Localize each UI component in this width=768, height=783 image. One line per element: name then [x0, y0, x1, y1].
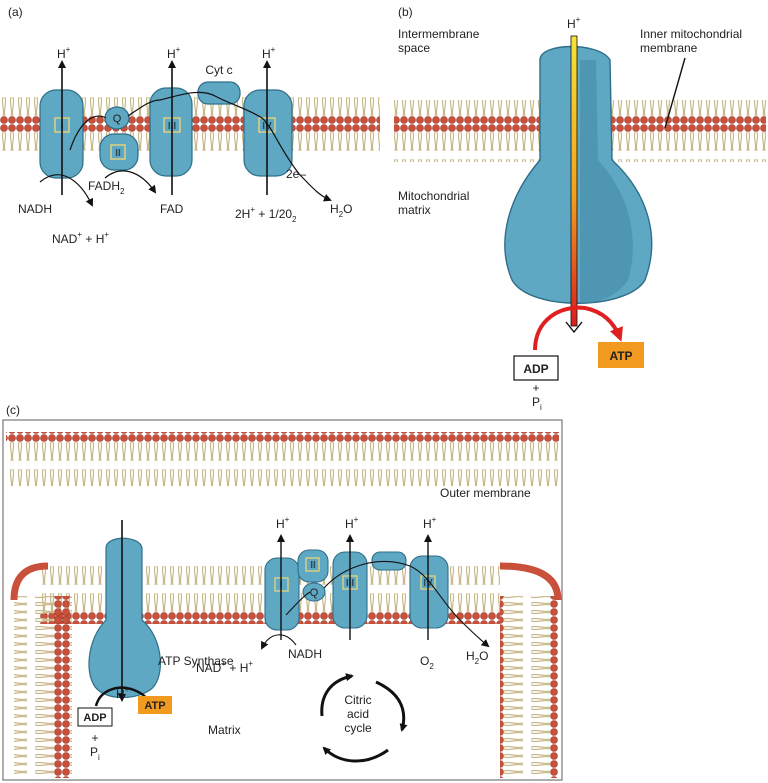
atp-synthase-c: [88, 537, 161, 699]
complex-iv-c: IV: [409, 555, 449, 629]
cytochrome-c-c: [371, 551, 407, 571]
electrons-label: 2e–: [286, 167, 306, 181]
cycle-arrow-top: [320, 673, 354, 717]
inner-membrane-left: [14, 596, 72, 778]
electron-path: [69, 91, 330, 200]
nadh-arrow: [39, 174, 94, 207]
o2-label-c: O2: [420, 654, 434, 671]
atp-label-b: ATP: [609, 349, 632, 363]
q-label-c: Q: [310, 587, 319, 599]
nadh-arrow-c: [261, 634, 297, 650]
intermembrane-line1: Intermembrane: [398, 27, 480, 41]
proton-channel: [570, 35, 578, 327]
citric-line1: Citric: [344, 693, 371, 707]
complex-i-c: I: [264, 557, 300, 631]
q-label: Q: [113, 113, 122, 125]
proton-channel-arrowhead: [565, 321, 583, 334]
complex-iv: IV: [243, 89, 293, 177]
complex-ii: II: [99, 133, 139, 171]
adp-to-atp-arrow: [533, 305, 623, 351]
inner-membrane-right: [500, 596, 558, 778]
matrix-label-c: Matrix: [208, 723, 241, 737]
panel-a: (a) I Q II III Cyt c: [0, 5, 380, 246]
fad-label: FAD: [160, 202, 184, 216]
atp-box-c: [138, 696, 172, 714]
matrix-line2: matrix: [398, 203, 431, 217]
outer-membrane: [6, 432, 559, 486]
inner-membrane-pointer: [664, 57, 686, 129]
proton-label-c-synthase: H+: [116, 685, 130, 701]
intermembrane-line2: space: [398, 41, 430, 55]
inner-membrane-corner-right: [499, 562, 562, 601]
cycle-arrow-bottom: [322, 746, 389, 763]
electron-path-c: [285, 561, 488, 646]
citric-acid-cycle: Citric acid cycle: [320, 673, 408, 763]
complex-ii-label: II: [115, 148, 121, 159]
cytochrome-c: Cyt c: [197, 63, 241, 105]
nadh-label: NADH: [18, 202, 52, 216]
oxygen-reactant-label: 2H+ + 1/202: [235, 205, 297, 224]
proton-label-c-iv: H+: [423, 515, 437, 531]
complex-ii-c-label: II: [310, 560, 316, 571]
atp-synthase-b-shade: [580, 60, 633, 304]
adp-label-b: ADP: [523, 362, 548, 376]
proton-label-i: H+: [57, 45, 71, 61]
pi-label-c: Pi: [90, 745, 100, 762]
ubiquinone-q: Q: [104, 106, 130, 130]
fadh-arrow: [104, 170, 157, 194]
adp-box-c: [77, 707, 113, 727]
water-label-c: H2O: [466, 649, 488, 666]
panel-c: (c) Outer membrane ATP Synthase H+ ADP A…: [2, 403, 563, 781]
ubiquinone-q-c: Q: [302, 582, 326, 602]
panel-a-tag: (a): [8, 5, 23, 19]
matrix-line1: Mitochondrial: [398, 189, 469, 203]
inner-membrane-line2: membrane: [640, 41, 698, 55]
nad-label-c: NAD+ + H+: [196, 659, 253, 675]
fadh2-label: FADH2: [88, 179, 125, 196]
atp-label-c: ATP: [144, 700, 165, 712]
complex-ii-c: II: [297, 549, 329, 583]
proton-label-iv: H+: [262, 45, 276, 61]
proton-label-c-iii: H+: [345, 515, 359, 531]
outer-membrane-label: Outer membrane: [440, 486, 531, 500]
panel-b-tag: (b): [398, 5, 413, 19]
proton-label-iii: H+: [167, 45, 181, 61]
plus-b: +: [532, 381, 539, 395]
water-label: H2O: [330, 202, 352, 219]
proton-label-b: H+: [567, 15, 581, 31]
citric-line3: cycle: [344, 721, 372, 735]
panel-c-tag: (c): [6, 403, 20, 417]
inner-membrane-corner-left: [10, 562, 49, 601]
atp-box-b: [598, 342, 644, 368]
inner-membrane-line1: Inner mitochondrial: [640, 27, 742, 41]
plus-c: +: [91, 731, 98, 745]
proton-label-c-i: H+: [276, 515, 290, 531]
cycle-arrow-right: [375, 680, 408, 732]
pi-label-b: Pi: [532, 395, 542, 412]
atp-synthase-label: ATP Synthase: [158, 654, 234, 668]
adp-label-c: ADP: [83, 712, 106, 724]
cytc-label: Cyt c: [205, 63, 232, 77]
nad-label: NAD+ + H+: [52, 230, 109, 246]
citric-line2: acid: [347, 707, 369, 721]
nadh-label-c: NADH: [288, 647, 322, 661]
adp-box-b: [513, 355, 559, 381]
panel-b: (b) Intermembrane space Inner mitochondr…: [394, 5, 766, 412]
complex-iii: III: [149, 87, 193, 177]
